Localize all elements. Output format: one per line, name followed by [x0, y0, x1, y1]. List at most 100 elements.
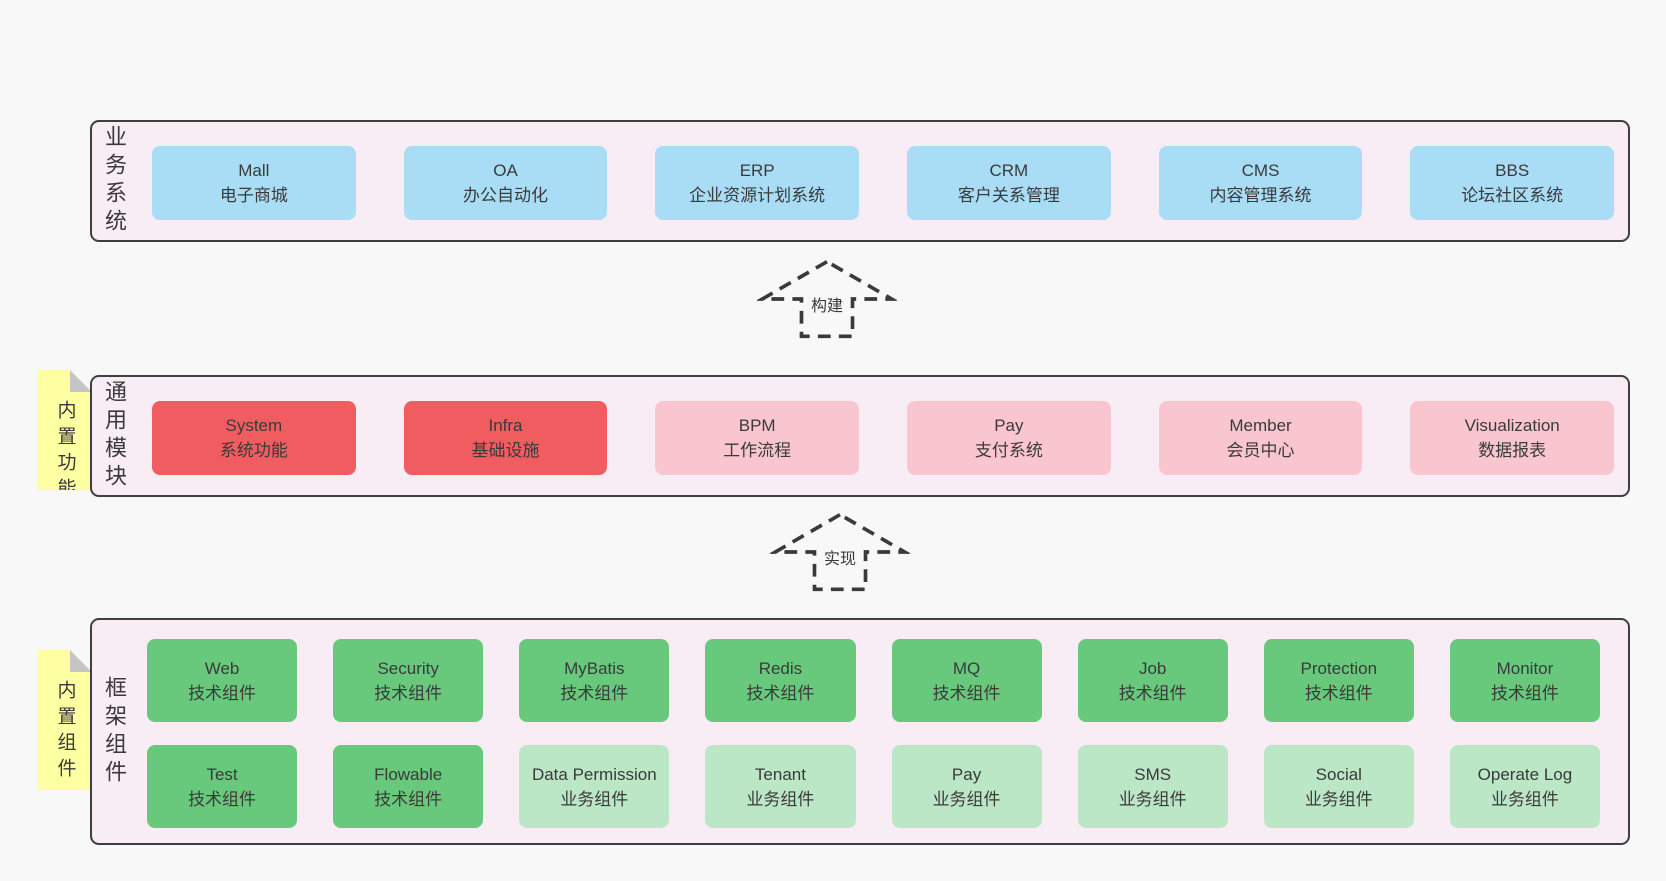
box-infra: Infra 基础设施 — [403, 401, 608, 475]
box-web: Web 技术组件 — [147, 639, 298, 722]
box-subtitle: 技术组件 — [374, 683, 443, 703]
box-title: Data Permission — [531, 764, 657, 784]
box-subtitle: 电子商城 — [219, 186, 288, 205]
box-bpm: BPM 工作流程 — [655, 401, 860, 475]
box-pay-component: Pay 业务组件 — [891, 745, 1042, 828]
box-monitor: Monitor 技术组件 — [1449, 639, 1600, 722]
note-text: 内置功能 — [54, 400, 76, 504]
box-title: ERP — [739, 161, 775, 180]
box-flowable: Flowable 技术组件 — [333, 745, 484, 828]
note-fold-corner — [70, 370, 92, 392]
box-subtitle: 业务组件 — [560, 789, 629, 809]
note-text: 内置组件 — [54, 680, 76, 784]
box-title: Pay — [994, 416, 1024, 435]
band-common-modules: 通用模块 System 系统功能 Infra 基础设施 BPM 工作流程 Pay… — [90, 375, 1630, 497]
box-title: CRM — [989, 161, 1029, 180]
box-social: Social 业务组件 — [1263, 745, 1414, 828]
box-subtitle: 基础设施 — [471, 441, 540, 460]
box-title: Monitor — [1496, 658, 1554, 678]
box-title: Mall — [238, 161, 270, 180]
box-title: Protection — [1300, 658, 1378, 678]
arrow-label-build: 构建 — [807, 291, 847, 317]
box-operate-log: Operate Log 业务组件 — [1449, 745, 1600, 828]
box-subtitle: 论坛社区系统 — [1461, 186, 1564, 205]
arrow-build: 构建 — [757, 258, 897, 340]
band-framework-components: 框架组件 Web 技术组件 Security 技术组件 MyBatis 技术组件… — [90, 618, 1630, 845]
box-title: Flowable — [374, 764, 443, 784]
box-subtitle: 支付系统 — [974, 441, 1043, 460]
box-erp: ERP 企业资源计划系统 — [655, 146, 860, 220]
box-title: Infra — [488, 416, 523, 435]
dashed-up-arrow-icon — [757, 259, 897, 339]
box-subtitle: 技术组件 — [188, 683, 257, 703]
box-subtitle: 技术组件 — [188, 789, 257, 809]
modules-box-row: System 系统功能 Infra 基础设施 BPM 工作流程 Pay 支付系统… — [152, 401, 1615, 475]
box-subtitle: 技术组件 — [746, 683, 815, 703]
box-title: Redis — [758, 658, 803, 678]
box-title: MQ — [952, 658, 981, 678]
box-job: Job 技术组件 — [1077, 639, 1228, 722]
box-title: MyBatis — [564, 658, 625, 678]
box-subtitle: 业务组件 — [746, 789, 815, 809]
box-title: Tenant — [754, 764, 806, 784]
box-subtitle: 技术组件 — [560, 683, 629, 703]
box-oa: OA 办公自动化 — [403, 146, 608, 220]
box-title: Pay — [951, 764, 982, 784]
box-title: SMS — [1134, 764, 1172, 784]
box-subtitle: 业务组件 — [932, 789, 1001, 809]
box-subtitle: 客户关系管理 — [957, 186, 1060, 205]
box-subtitle: 技术组件 — [932, 683, 1001, 703]
box-title: Test — [206, 764, 238, 784]
box-protection: Protection 技术组件 — [1263, 639, 1414, 722]
arrow-label-implement: 实现 — [820, 544, 860, 570]
box-title: Member — [1229, 416, 1292, 435]
box-subtitle: 办公自动化 — [463, 186, 548, 205]
box-security: Security 技术组件 — [333, 639, 484, 722]
box-title: Operate Log — [1477, 764, 1573, 784]
box-subtitle: 业务组件 — [1490, 789, 1559, 809]
box-subtitle: 技术组件 — [1490, 683, 1559, 703]
framework-box-row-2: Test 技术组件 Flowable 技术组件 Data Permission … — [147, 745, 1600, 828]
box-subtitle: 数据报表 — [1478, 441, 1547, 460]
box-title: OA — [493, 161, 518, 180]
box-title: Visualization — [1464, 416, 1560, 435]
box-subtitle: 企业资源计划系统 — [689, 186, 826, 205]
box-redis: Redis 技术组件 — [705, 639, 856, 722]
dashed-up-arrow-icon — [770, 512, 910, 592]
business-box-row: Mall 电子商城 OA 办公自动化 ERP 企业资源计划系统 CRM 客户关系… — [152, 146, 1615, 220]
band-label-framework-components: 框架组件 — [102, 675, 127, 788]
box-data-permission: Data Permission 业务组件 — [519, 745, 670, 828]
arrow-implement: 实现 — [770, 511, 910, 593]
band-label-common-modules: 通用模块 — [102, 380, 127, 492]
box-bbs: BBS 论坛社区系统 — [1410, 146, 1615, 220]
box-title: Web — [204, 658, 240, 678]
box-title: CMS — [1241, 161, 1280, 180]
band-label-business-systems: 业务系统 — [102, 125, 127, 237]
box-title: BPM — [738, 416, 776, 435]
sticky-note-builtin-features: 内置功能 — [38, 370, 92, 490]
box-title: BBS — [1495, 161, 1530, 180]
box-subtitle: 技术组件 — [1304, 683, 1373, 703]
box-test: Test 技术组件 — [147, 745, 298, 828]
box-sms: SMS 业务组件 — [1077, 745, 1228, 828]
band-business-systems: 业务系统 Mall 电子商城 OA 办公自动化 ERP 企业资源计划系统 CRM… — [90, 120, 1630, 242]
note-fold-corner — [70, 650, 92, 672]
box-mybatis: MyBatis 技术组件 — [519, 639, 670, 722]
framework-box-row-1: Web 技术组件 Security 技术组件 MyBatis 技术组件 Redi… — [147, 639, 1600, 722]
box-subtitle: 会员中心 — [1226, 441, 1295, 460]
sticky-note-builtin-components: 内置组件 — [38, 650, 92, 790]
box-subtitle: 业务组件 — [1118, 789, 1187, 809]
box-cms: CMS 内容管理系统 — [1158, 146, 1363, 220]
box-crm: CRM 客户关系管理 — [907, 146, 1111, 220]
box-visualization: Visualization 数据报表 — [1410, 401, 1615, 475]
box-title: System — [225, 416, 283, 435]
box-title: Job — [1138, 658, 1167, 678]
box-member: Member 会员中心 — [1158, 401, 1363, 475]
box-subtitle: 技术组件 — [374, 789, 443, 809]
box-subtitle: 内容管理系统 — [1209, 186, 1312, 205]
box-tenant: Tenant 业务组件 — [705, 745, 856, 828]
box-subtitle: 工作流程 — [723, 441, 792, 460]
box-subtitle: 技术组件 — [1118, 683, 1187, 703]
box-title: Security — [377, 658, 439, 678]
